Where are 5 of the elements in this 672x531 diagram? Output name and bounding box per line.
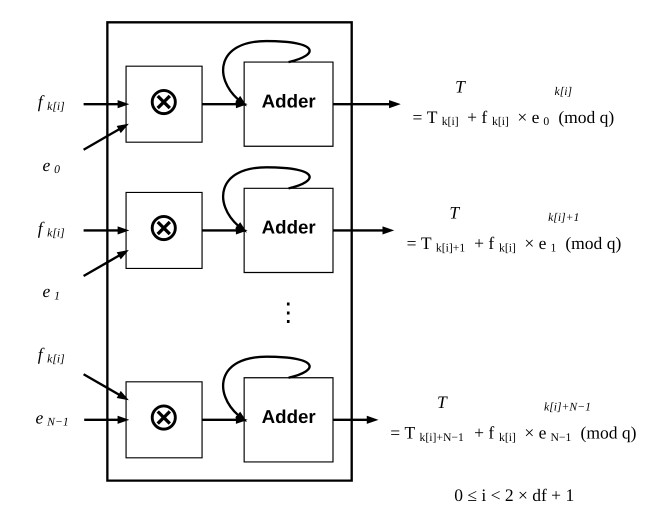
label: ⋮ (275, 298, 302, 328)
node-text: fk[i] (37, 344, 64, 366)
node-text: fk[i] (37, 218, 64, 240)
node-text: fk[i] (37, 92, 64, 114)
label: 0 ≤ i < 2 × df + 1 (454, 485, 574, 506)
